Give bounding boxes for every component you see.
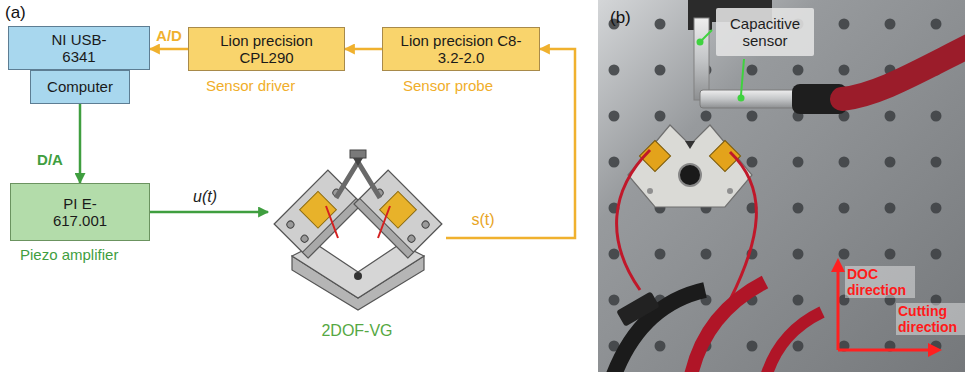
photo-device bbox=[628, 125, 752, 207]
panel-label: (a) bbox=[5, 3, 26, 23]
photo-callout: Capacitive sensor bbox=[716, 8, 814, 56]
screw bbox=[421, 220, 431, 230]
vibration-generator bbox=[274, 150, 442, 310]
flexure-hinge bbox=[336, 162, 380, 198]
signal-label: u(t) bbox=[193, 188, 217, 206]
leader-dot bbox=[738, 95, 745, 102]
sensor-cable bbox=[842, 38, 965, 99]
direction-label: Cutting direction bbox=[896, 303, 966, 335]
device-frame bbox=[628, 125, 752, 207]
signal-label: s(t) bbox=[471, 211, 494, 229]
tool-tip bbox=[685, 141, 695, 149]
tool-tip bbox=[353, 158, 363, 166]
red-wire bbox=[617, 150, 650, 290]
sensor-driver-box: Lion precision CPL290 bbox=[188, 27, 345, 71]
leader-line bbox=[741, 59, 744, 95]
screw bbox=[406, 234, 416, 244]
node-text: PI E-617.001 bbox=[40, 195, 120, 230]
block-body bbox=[274, 170, 362, 258]
node-text: Lion precision CPL290 bbox=[208, 32, 326, 67]
node-text: NI USB-6341 bbox=[43, 31, 115, 66]
component-caption: Piezo amplifier bbox=[20, 246, 118, 263]
screw bbox=[285, 220, 295, 230]
piezo-stack bbox=[300, 191, 337, 228]
block-body bbox=[354, 170, 442, 258]
arrowhead bbox=[928, 343, 942, 357]
node-text: Computer bbox=[47, 78, 113, 95]
signal-arrow bbox=[150, 48, 188, 51]
signal-arrow bbox=[150, 211, 268, 214]
piezo-wire bbox=[326, 206, 390, 238]
signal-label: D/A bbox=[37, 151, 63, 168]
node-text: Capacitive sensor bbox=[723, 15, 807, 50]
direction-label: DOC direction bbox=[845, 266, 915, 298]
signal-arrow bbox=[79, 104, 82, 183]
left-block bbox=[274, 170, 362, 258]
mount-post bbox=[694, 18, 709, 100]
red-cable bbox=[765, 312, 822, 372]
center-hole bbox=[679, 164, 701, 186]
vibration-generator-node: 2DOF-VG bbox=[268, 150, 446, 342]
node-text: Lion precision C8-3.2-2.0 bbox=[397, 32, 525, 67]
leader-dot bbox=[697, 39, 704, 46]
sensor-body bbox=[700, 90, 795, 108]
cutting-direction-arrow bbox=[838, 349, 930, 352]
screw bbox=[647, 188, 653, 194]
panel-label: (b) bbox=[610, 8, 631, 28]
piezo-stack bbox=[380, 191, 417, 228]
doc-direction-arrow bbox=[837, 270, 840, 350]
component-caption: Sensor probe bbox=[403, 77, 493, 94]
leader-line bbox=[702, 30, 712, 40]
screw bbox=[300, 234, 310, 244]
computer-box: Computer bbox=[30, 70, 130, 104]
signal-label: A/D bbox=[156, 27, 182, 44]
amplifier-box: PI E-617.001 bbox=[10, 183, 150, 241]
tool-holder bbox=[350, 150, 366, 158]
component-caption: Sensor driver bbox=[206, 77, 295, 94]
screw bbox=[727, 188, 733, 194]
device-box: NI USB-6341 bbox=[8, 26, 150, 70]
mount-hole bbox=[354, 272, 362, 280]
experiment-photo bbox=[598, 0, 965, 372]
arrowhead bbox=[831, 258, 845, 272]
red-wire bbox=[730, 152, 756, 300]
cable-clip bbox=[616, 291, 660, 327]
signal-arrow bbox=[345, 48, 382, 51]
sensor-probe-box: Lion precision C8-3.2-2.0 bbox=[382, 27, 540, 71]
right-block bbox=[354, 170, 442, 258]
red-cable bbox=[690, 282, 765, 372]
node-text: 2DOF-VG bbox=[321, 322, 392, 340]
